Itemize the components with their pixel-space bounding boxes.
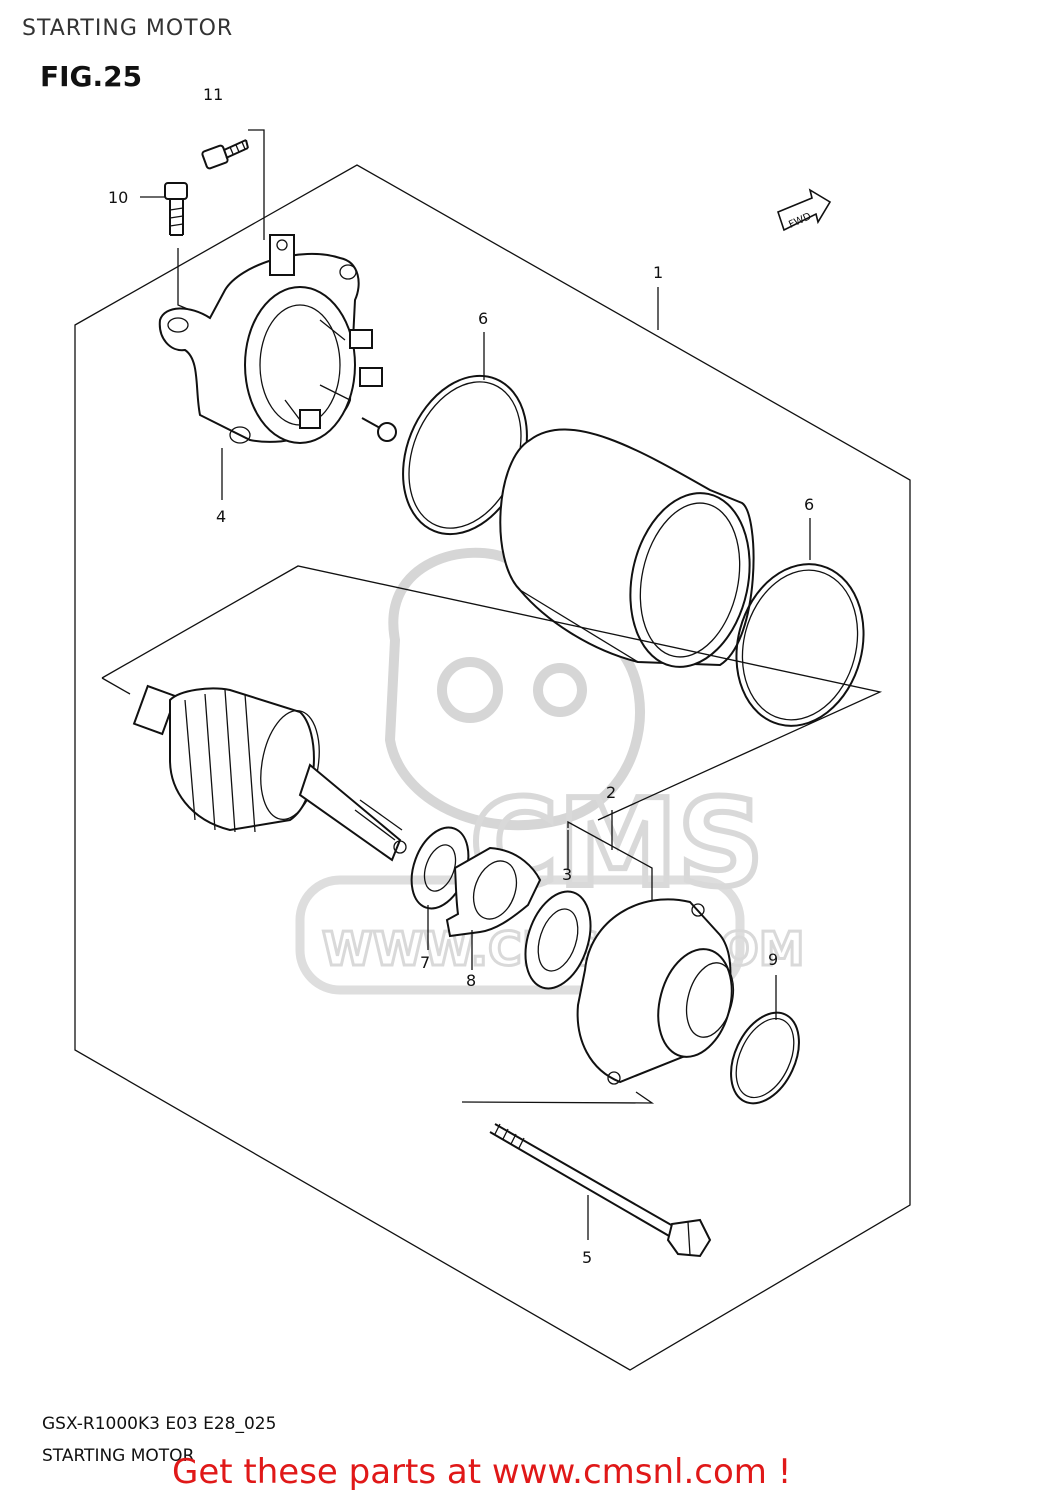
parts-link-banner[interactable]: Get these parts at www.cmsnl.com ! xyxy=(172,1452,792,1492)
callout-6-right: 6 xyxy=(804,495,814,514)
footer-title: STARTING MOTOR xyxy=(42,1446,195,1466)
figure-label: FIG.25 xyxy=(40,60,143,93)
callout-7: 7 xyxy=(420,953,430,972)
front-housing-2 xyxy=(576,898,735,1085)
callout-9: 9 xyxy=(768,950,778,969)
callout-1: 1 xyxy=(653,263,663,282)
callout-8: 8 xyxy=(466,971,476,990)
bearing-3 xyxy=(524,890,592,990)
lock-washer-8 xyxy=(445,846,542,938)
through-bolt-5 xyxy=(489,1123,712,1258)
callout-4: 4 xyxy=(216,507,226,526)
callout-5: 5 xyxy=(582,1248,592,1267)
o-ring-6-right xyxy=(735,563,865,727)
assembly-outline xyxy=(74,164,911,1371)
callout-3: 3 xyxy=(562,865,572,884)
fwd-arrow-icon: FWD xyxy=(777,188,832,232)
o-ring-9 xyxy=(730,1011,800,1105)
callout-2: 2 xyxy=(606,783,616,802)
screw-icon xyxy=(361,417,397,442)
end-cover-4 xyxy=(158,234,383,444)
bolt-10-icon xyxy=(164,182,188,236)
yoke-housing-1 xyxy=(499,428,755,668)
armature xyxy=(132,684,407,862)
callout-11: 11 xyxy=(203,85,223,104)
model-code: GSX-R1000K3 E03 E28_025 xyxy=(42,1414,277,1434)
page-title: STARTING MOTOR xyxy=(22,16,234,41)
callout-6-left: 6 xyxy=(478,309,488,328)
bolt-11-icon xyxy=(201,139,249,170)
callout-10: 10 xyxy=(108,188,128,207)
